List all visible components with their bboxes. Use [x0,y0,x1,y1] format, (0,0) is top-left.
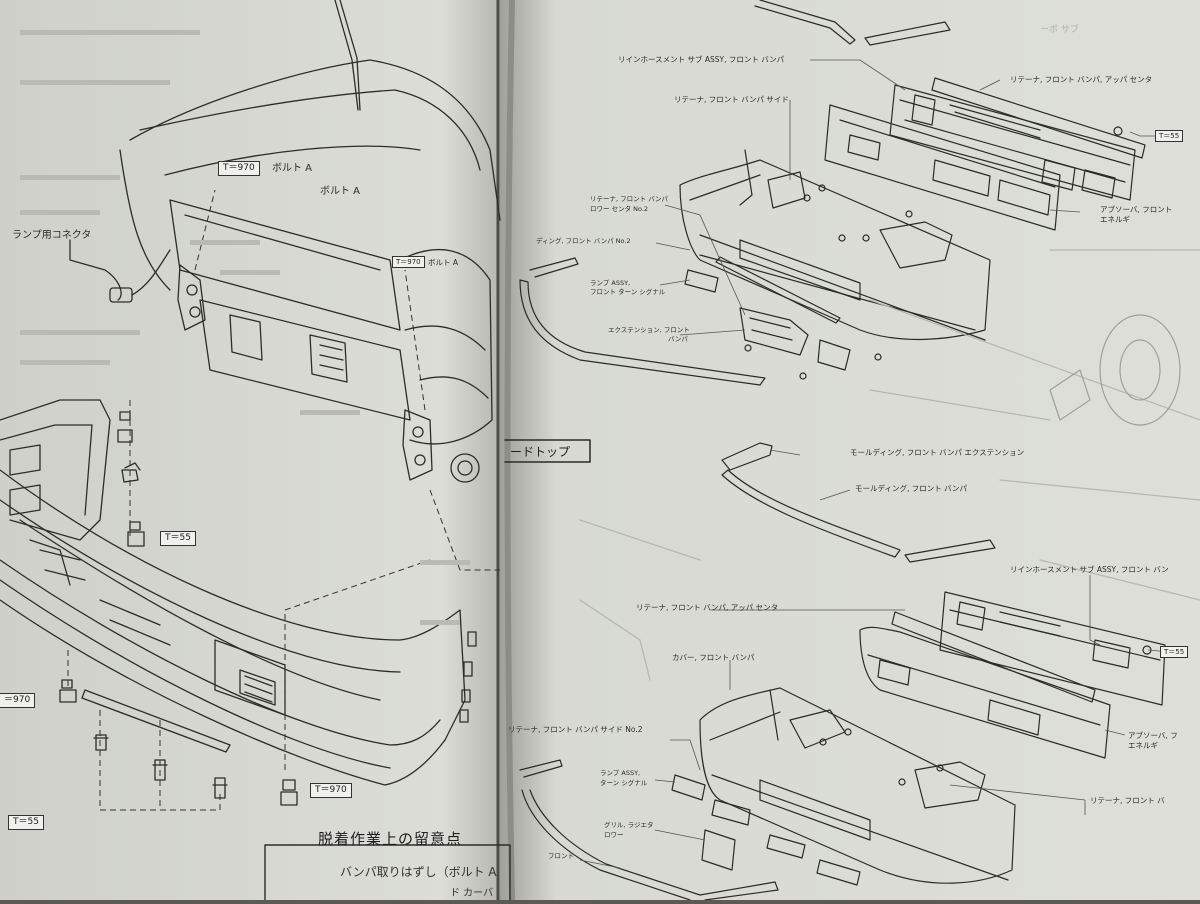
removal-notes-text-2: ド カーバ [450,888,494,899]
top-label-retainer-side: リテーナ, フロント バンパ サイド [674,95,789,104]
torque-label-t970-a: T＝970 [218,161,260,176]
bottom-label-front: フロント [548,852,574,860]
bottom-label-reinforcement: リインホースメント サブ ASSY, フロント バン [1010,565,1169,574]
lamp-connector-label: ランプ用コネクタ [12,230,92,241]
top-label-lamp-assy: ランプ ASSY, [590,279,631,287]
torque-label-t970-d: T＝970 [310,783,352,798]
torque-label-t55-b: T＝55 [8,815,44,830]
top-label-turn-signal: フロント ターン シグナル [590,288,666,296]
top-label-retainer: リテーナ, フロント バンパ [590,195,669,203]
removal-notes-heading: 脱着作業上の留意点 [318,830,463,848]
bottom-label-retainer-upper-center: リテーナ, フロント バンパ, アッパ センタ [636,603,779,612]
bottom-label-absorber-energy: エネルギ [1128,741,1158,750]
section-heading: ードトップ [510,445,571,459]
page-header-tab: ーボ サブ [1040,25,1079,35]
top-label-extension: エクステンション, フロント [608,326,690,334]
top-label-lower-center: ロワー センタ No.2 [590,205,649,213]
bolt-a-label-side: ボルト A [320,186,361,197]
bottom-label-retainer: リテーナ, フロント バ [1090,796,1165,805]
top-torque-label: T＝55 [1155,130,1184,142]
top-label-extension-bumper: バンパ [668,335,688,343]
bottom-label-lamp-assy: ランプ ASSY, [600,769,641,777]
bolt-a-label: ボルト A [272,163,313,174]
torque-label-t970-c: ＝970 [0,693,36,708]
top-label-absorber-energy: エネルギ [1100,215,1130,224]
top-label-moulding-no2: ディング, フロント バンパ No.2 [536,237,631,245]
bottom-label-cover: カバー, フロント バンパ [672,653,755,662]
top-label-retainer-upper-center: リテーナ, フロント バンパ, アッパ センタ [1010,75,1153,84]
moulding-label: モールディング, フロント バンパ [855,484,968,493]
moulding-extension-label: モールディング, フロント バンパ エクステンション [850,448,1025,457]
bottom-label-turn-signal: ターン シグナル [600,779,648,787]
bolt-a-label-2: ボルト A [428,258,459,267]
top-label-reinforcement: リインホースメント サブ ASSY, フロント バンパ [618,55,785,64]
bottom-label-absorber: アブソーバ, フ [1128,731,1178,740]
top-label-absorber: アブソーバ, フロント [1100,205,1173,214]
torque-label-t970-b: T＝970 [392,256,425,268]
bottom-label-grille: グリル, ラジエタ [604,821,654,829]
bottom-label-retainer-side-no2: リテーナ, フロント バンパ サイド No.2 [508,725,643,734]
bottom-torque-label: T＝55 [1160,646,1189,658]
removal-notes-text: バンパ取りはずし（ボルト A [340,865,497,879]
bottom-label-lower: ロワー [604,831,624,839]
torque-label-t55-a: T＝55 [160,531,196,546]
